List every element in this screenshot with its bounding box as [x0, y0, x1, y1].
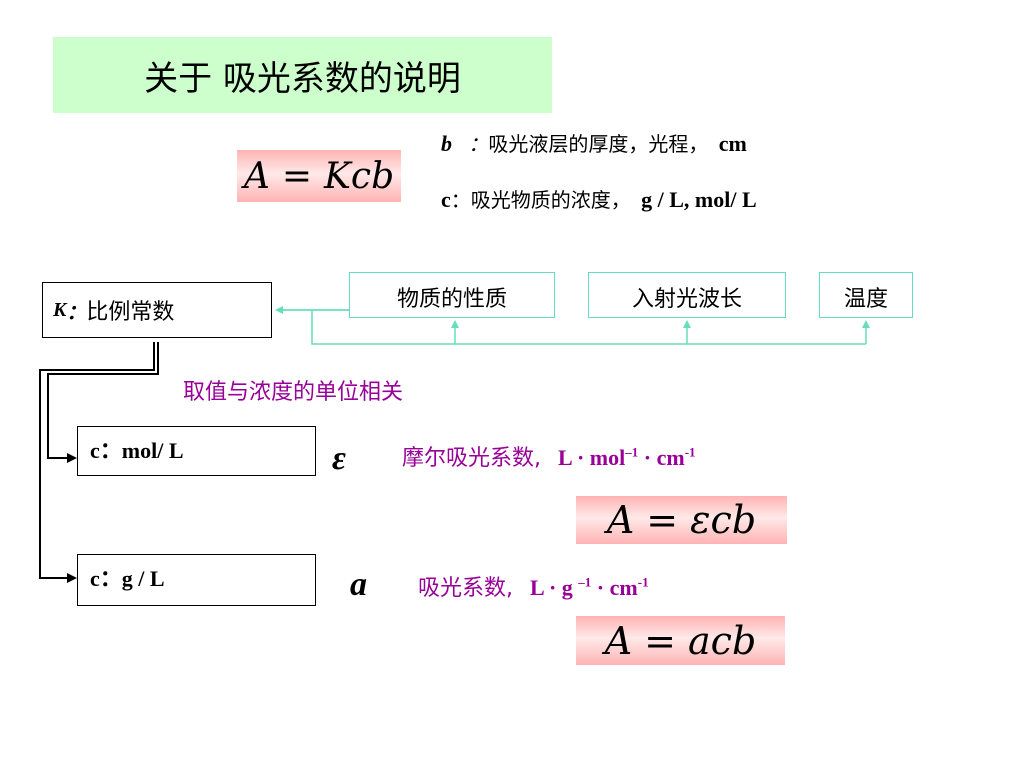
b-colon: ：	[468, 132, 489, 156]
b-unit: cm	[718, 131, 747, 156]
molar-absorptivity-label: 摩尔吸光系数, L · mol–1 · cm-1	[402, 440, 696, 472]
coef-unit-b: · cm	[638, 445, 685, 470]
concentration-molar-box: c：mol/ L	[77, 426, 316, 476]
factor-incident-wavelength: 入射光波长	[588, 272, 786, 318]
formula-a: A = acb	[576, 616, 785, 665]
b-text: 吸光液层的厚度，光程，	[488, 132, 709, 156]
formula-epsilon: A = εcb	[576, 496, 787, 544]
coef-sup1: –1	[578, 574, 592, 590]
box-unit: g / L	[121, 566, 165, 591]
c-text: ：吸光物质的浓度，	[450, 188, 631, 212]
coef-sup2: -1	[684, 444, 696, 460]
formula-main: A = Kcb	[237, 150, 401, 202]
factor-temperature: 温度	[819, 272, 913, 318]
factor-label: 温度	[843, 287, 888, 312]
formula-main-right: Kcb	[324, 155, 395, 197]
coef-sup2: -1	[637, 574, 649, 590]
unit-dependency-note: 取值与浓度的单位相关	[183, 380, 404, 405]
absorptivity-label: 吸光系数, L · g –1 · cm-1	[418, 570, 649, 602]
coef-name: 摩尔吸光系数,	[402, 446, 541, 471]
epsilon-symbol: ε	[332, 440, 346, 477]
k-symbol: K	[53, 298, 67, 321]
k-box: K：比例常数	[42, 282, 272, 338]
box-unit: mol/ L	[121, 438, 184, 463]
k-colon: ：	[66, 301, 87, 324]
concentration-mass-box: c：g / L	[77, 554, 316, 606]
c-symbol: c	[441, 187, 451, 212]
b-description: b ：吸光液层的厚度，光程， cm	[441, 128, 747, 157]
formula-right: acb	[688, 618, 757, 663]
page-title: 关于 吸光系数的说明	[53, 37, 552, 113]
c-unit: g / L, mol/ L	[641, 187, 757, 212]
box-prefix: c：	[90, 566, 122, 591]
k-text: 比例常数	[86, 300, 175, 325]
factor-label: 物质的性质	[396, 287, 507, 312]
coef-unit-b: · cm	[591, 575, 638, 600]
coef-name: 吸光系数,	[418, 576, 513, 601]
c-description: c：吸光物质的浓度， g / L, mol/ L	[441, 184, 757, 213]
formula-eq: =	[646, 498, 679, 542]
formula-right: εcb	[690, 498, 757, 542]
formula-main-eq: =	[281, 155, 313, 197]
formula-eq: =	[644, 618, 677, 663]
coef-unit-a: L · mol	[558, 445, 626, 470]
formula-main-left: A	[243, 155, 270, 197]
a-symbol: a	[350, 566, 367, 603]
page-title-text: 关于 吸光系数的说明	[144, 58, 461, 99]
factor-label: 入射光波长	[631, 287, 742, 312]
coef-unit-a: L · g	[530, 575, 579, 600]
formula-left: A	[604, 618, 633, 663]
box-prefix: c：	[90, 438, 122, 463]
factor-substance-property: 物质的性质	[349, 272, 555, 318]
b-symbol: b	[441, 131, 452, 156]
formula-left: A	[606, 498, 635, 542]
coef-sup1: –1	[625, 444, 639, 460]
